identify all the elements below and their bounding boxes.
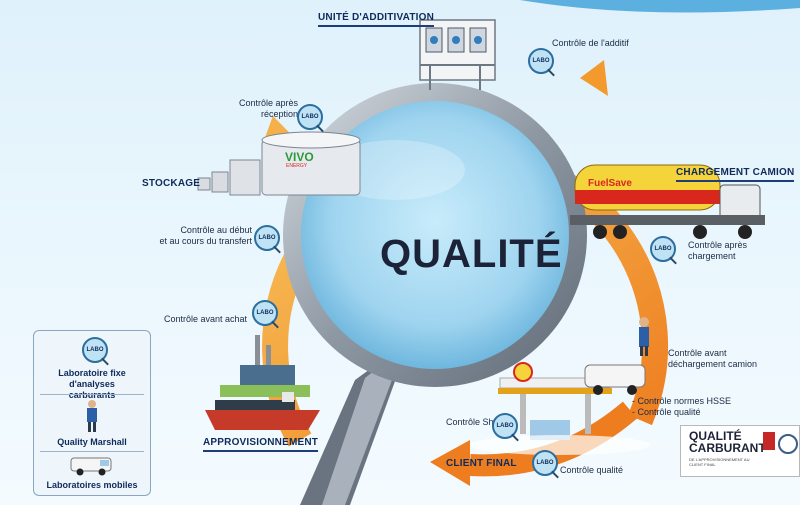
label-apres-reception: Contrôle après réception: [238, 98, 298, 119]
quality-certificate-badge: QUALITÉ CARBURANT DE L'APPROVISIONNEMENT…: [680, 425, 800, 477]
label-hsse-qualite: - Contrôle normes HSSE - Contrôle qualit…: [632, 396, 732, 417]
label-controle-shell: Contrôle Shell: [446, 417, 503, 427]
label-avant-achat: Contrôle avant achat: [164, 314, 248, 324]
certificate-flag: [763, 432, 775, 450]
labo-icon: LABO: [297, 104, 323, 130]
storage-tanks: [197, 131, 361, 196]
labo-icon: LABO: [650, 236, 676, 262]
legend-item-mobile-labs: Laboratoires mobiles: [46, 480, 138, 490]
legend-box: LABO Laboratoire fixe d'analyses carbura…: [33, 330, 151, 496]
magnifier-handle: [300, 340, 410, 505]
labo-icon: LABO: [252, 300, 278, 326]
legend-item-fixed-lab: Laboratoire fixe d'analyses carburants: [58, 368, 126, 400]
legend-van-icon: [70, 457, 112, 476]
label-apres-chargement: Contrôle après chargement: [688, 240, 748, 261]
label-controle-qualite: Contrôle qualité: [560, 465, 624, 475]
center-title: QUALITÉ: [380, 232, 563, 276]
labo-icon: LABO: [528, 48, 554, 74]
section-stockage: STOCKAGE: [142, 178, 201, 189]
labo-icon: LABO: [492, 413, 518, 439]
section-additivation: UNITÉ D'ADDITIVATION: [318, 12, 435, 27]
legend-labo-icon: LABO: [82, 337, 108, 363]
tanker-truck: [570, 164, 765, 239]
section-approvisionnement: APPROVISIONNEMENT: [203, 437, 319, 452]
legend-marshall-icon: [87, 400, 97, 432]
labo-icon: LABO: [254, 225, 280, 251]
additivation-unit: [419, 19, 496, 90]
mobile-lab-van: [584, 364, 646, 395]
quality-marshall-figure: [639, 317, 649, 356]
label-avant-dechargement: Contrôle avant déchargement camion: [668, 348, 758, 369]
tank-brand: VIVO: [285, 150, 314, 164]
labo-icon: LABO: [532, 450, 558, 476]
section-chargement: CHARGEMENT CAMION: [676, 167, 795, 182]
tanker-ship: [205, 392, 320, 430]
truck-brand: FuelSave: [588, 178, 632, 189]
section-client-final: CLIENT FINAL: [446, 458, 517, 469]
certificate-seal-icon: [778, 434, 798, 454]
label-debut-transfert: Contrôle au début et au cours du transfe…: [159, 225, 252, 246]
tank-brand-sub: ENERGY: [286, 163, 308, 169]
label-controle-additif: Contrôle de l'additif: [552, 38, 629, 48]
legend-item-marshall: Quality Marshall: [57, 437, 127, 447]
